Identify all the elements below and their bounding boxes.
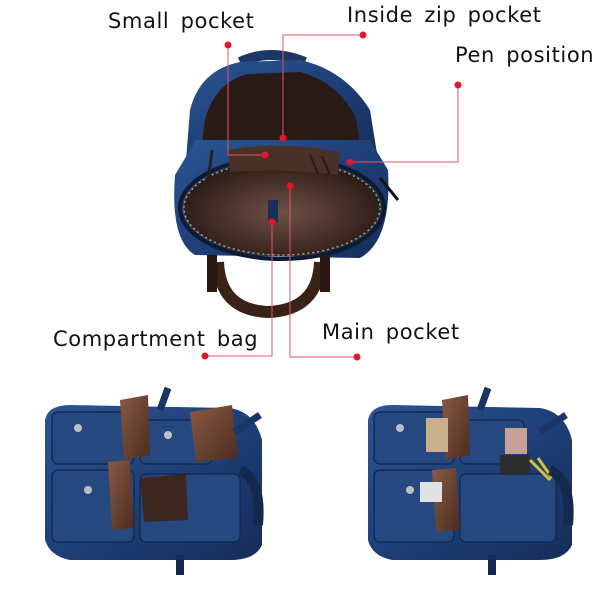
front-pockets-filled-image: [368, 386, 574, 575]
compartment-bag-dot: [201, 352, 209, 360]
main-pocket-dot: [353, 353, 361, 361]
small-pocket-label: Small pocket: [108, 9, 255, 33]
front-pockets-empty-image: [45, 386, 264, 575]
small-pocket-dot: [224, 41, 232, 49]
pen-position-leader: [350, 85, 459, 163]
main-pocket-leader: [289, 186, 357, 358]
callout-dots: [201, 31, 462, 361]
inside-zip-pocket-leader: [282, 34, 363, 138]
pen-position-label: Pen position: [455, 43, 595, 67]
inside-zip-pocket-dot: [359, 31, 367, 39]
open-backpack-image: [174, 50, 400, 319]
inside-zip-pocket-label: Inside zip pocket: [347, 3, 542, 27]
compartment-bag-label: Compartment bag: [53, 327, 259, 351]
main-pocket-label: Main pocket: [322, 320, 460, 344]
pen-position-dot: [454, 81, 462, 89]
small-pocket-leader: [227, 45, 265, 156]
compartment-bag-leader: [205, 222, 273, 357]
callout-lines: [205, 34, 459, 358]
